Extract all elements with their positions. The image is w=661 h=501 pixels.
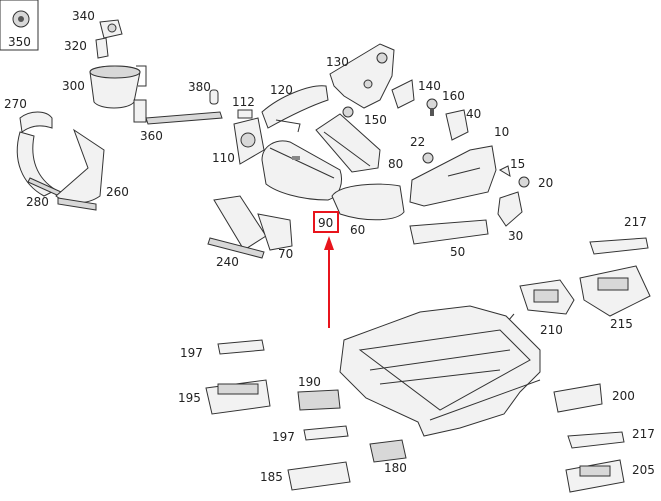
part-180[interactable] [369,439,407,463]
label-217-top: 217 [624,215,647,229]
part-197-bottom[interactable] [303,425,349,441]
part-195[interactable] [205,379,271,415]
part-60[interactable] [331,183,405,221]
label-215: 215 [610,317,633,331]
highlight-box [313,211,339,233]
label-185: 185 [260,470,283,484]
label-40: 40 [466,107,481,121]
part-160[interactable] [426,98,438,116]
part-130[interactable] [329,43,395,109]
label-22: 22 [410,135,425,149]
label-320: 320 [64,39,87,53]
part-120[interactable] [261,85,329,133]
label-80: 80 [388,157,403,171]
part-150[interactable] [342,106,354,118]
part-270[interactable] [16,111,58,197]
label-130: 130 [326,55,349,69]
label-90: 90 [318,216,333,230]
part-217-bottom[interactable] [567,431,625,449]
label-180: 180 [384,461,407,475]
part-20[interactable] [518,176,530,188]
part-30[interactable] [497,191,523,227]
label-240: 240 [216,255,239,269]
label-50: 50 [450,245,465,259]
label-70: 70 [278,247,293,261]
label-112: 112 [232,95,255,109]
label-280: 280 [26,195,49,209]
label-140: 140 [418,79,441,93]
part-185[interactable] [287,461,351,491]
label-150: 150 [364,113,387,127]
label-260: 260 [106,185,129,199]
part-80[interactable] [315,113,381,173]
part-360[interactable] [133,99,223,125]
part-260[interactable] [55,128,105,211]
part-197-top[interactable] [217,339,265,355]
label-350: 350 [8,35,31,49]
part-40[interactable] [445,109,469,141]
part-22[interactable] [422,152,434,164]
part-350[interactable] [0,0,39,51]
part-140[interactable] [391,79,415,109]
label-15: 15 [510,157,525,171]
part-50[interactable] [409,219,489,245]
label-340: 340 [72,9,95,23]
label-10: 10 [494,125,509,139]
seat-frame[interactable] [339,305,541,437]
label-160: 160 [442,89,465,103]
part-340[interactable] [99,19,123,39]
part-200[interactable] [553,383,603,413]
part-205[interactable] [565,459,625,493]
label-270: 270 [4,97,27,111]
label-110: 110 [212,151,235,165]
label-60: 60 [350,223,365,237]
part-380[interactable] [209,89,219,105]
part-110[interactable] [233,117,265,165]
label-30: 30 [508,229,523,243]
label-195: 195 [178,391,201,405]
label-210: 210 [540,323,563,337]
part-320[interactable] [95,37,109,59]
label-300: 300 [62,79,85,93]
label-197-bottom: 197 [272,430,295,444]
label-360: 360 [140,129,163,143]
label-200: 200 [612,389,635,403]
part-217-top[interactable] [589,237,649,255]
label-217-bottom: 217 [632,427,655,441]
part-215[interactable] [579,265,651,317]
part-70[interactable] [257,213,293,251]
label-20: 20 [538,176,553,190]
part-190[interactable] [297,389,341,411]
part-300[interactable] [89,65,147,109]
label-197-top: 197 [180,346,203,360]
part-112 [237,109,253,119]
label-120: 120 [270,83,293,97]
highlight-arrow-head [324,236,334,250]
label-380: 380 [188,80,211,94]
label-190: 190 [298,375,321,389]
label-205: 205 [632,463,655,477]
part-10[interactable] [409,145,497,207]
part-15[interactable] [498,165,511,178]
part-210[interactable] [519,279,575,315]
part-240[interactable] [207,195,267,259]
part-90[interactable] [261,140,342,201]
